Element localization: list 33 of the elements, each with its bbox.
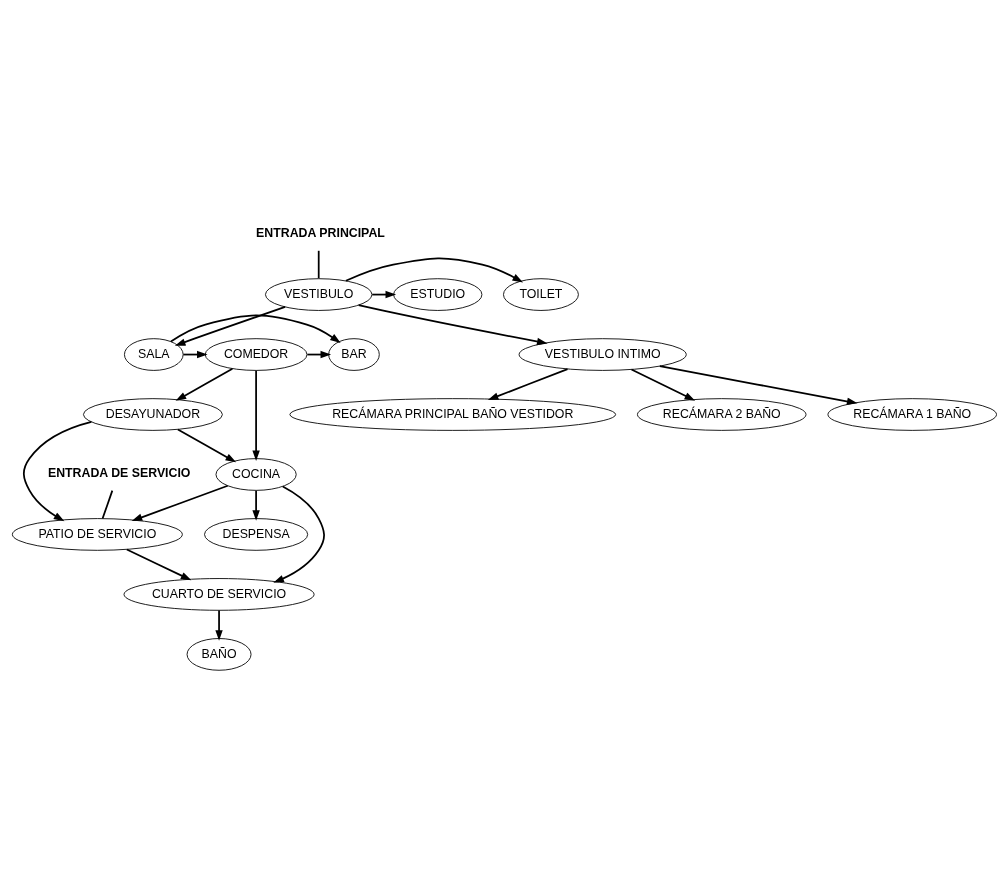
node-ellipse: TOILET [502, 277, 579, 311]
node-ellipse: VESTIBULO [264, 277, 372, 311]
node-ellipse: BAÑO [186, 637, 251, 671]
arrow [658, 364, 857, 405]
node-ellipse: BAR [327, 337, 380, 371]
node-ellipse: COCINA [215, 457, 297, 491]
arrow [251, 369, 260, 461]
arrow [176, 428, 236, 462]
node-ellipse: RECÁMARA 2 BAÑO [636, 397, 806, 431]
node-ellipse: CUARTO DE SERVICIO [123, 577, 315, 611]
node-ellipse: COMEDOR [204, 337, 307, 371]
arrow [131, 484, 229, 521]
connector [101, 489, 113, 519]
node-ellipse: DESPENSA [203, 517, 308, 551]
node-ellipse: RECÁMARA PRINCIPAL BAÑO VESTIDOR [288, 397, 616, 431]
arrow [251, 489, 260, 521]
arrow [344, 256, 523, 283]
arrow [357, 303, 548, 345]
node-ellipse: ESTUDIO [392, 277, 482, 311]
node-ellipse: PATIO DE SERVICIO [11, 517, 183, 551]
arrow [175, 367, 233, 401]
node-ellipse: DESAYUNADOR [82, 397, 223, 431]
arrow [169, 314, 341, 343]
arrow [214, 609, 223, 641]
arrow [174, 305, 286, 346]
arrow [487, 367, 568, 400]
arrow [272, 485, 325, 583]
arrow [22, 420, 92, 521]
arrow [630, 368, 695, 401]
connector [317, 249, 320, 279]
node-text: ENTRADA PRINCIPAL [255, 225, 385, 240]
node-text: ENTRADA DE SERVICIO [47, 465, 190, 480]
arrow [125, 548, 191, 580]
